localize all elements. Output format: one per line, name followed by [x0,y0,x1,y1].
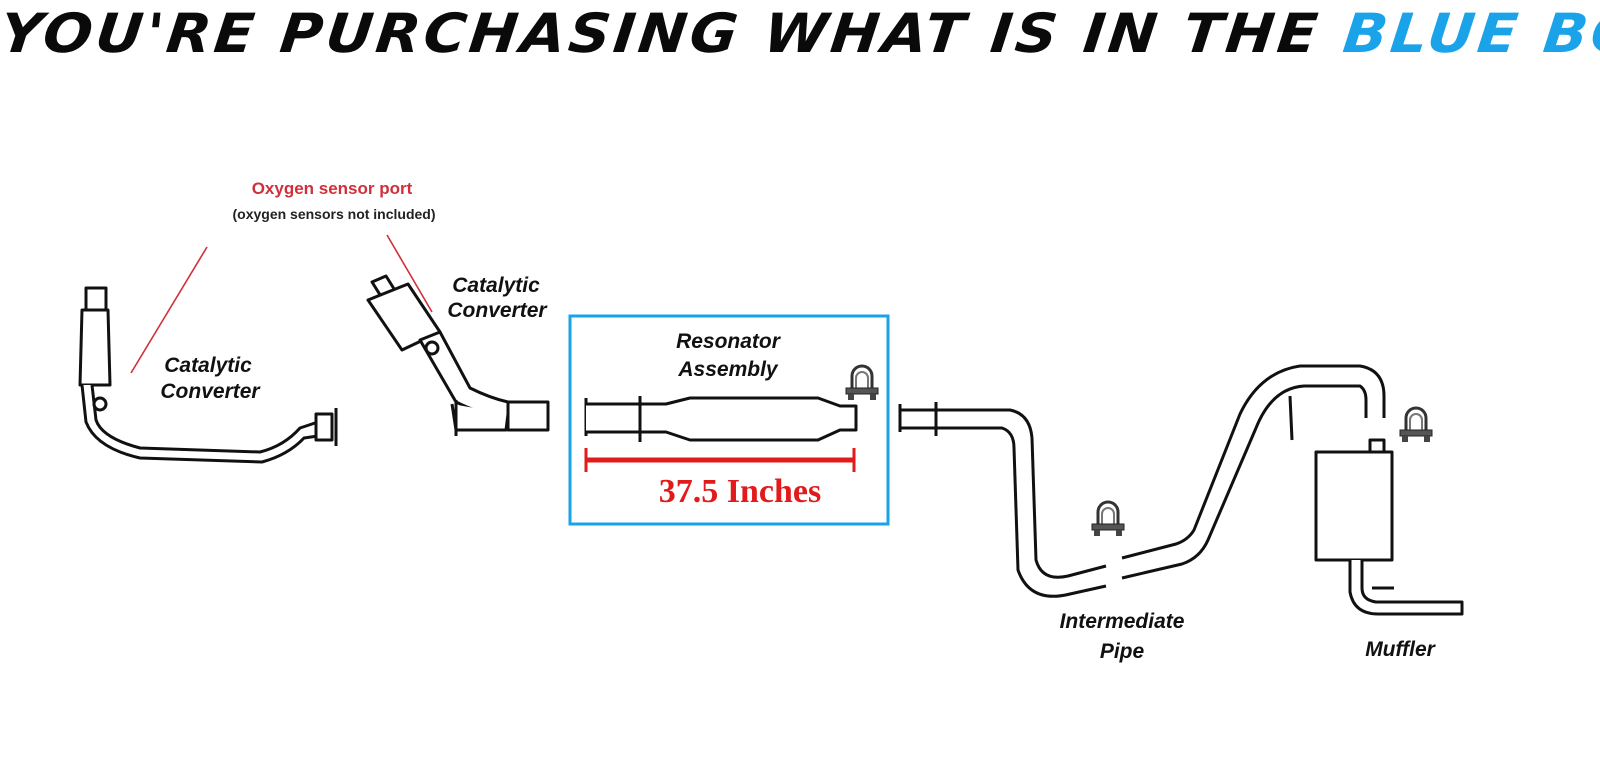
measurement-bar [584,448,856,472]
oxygen-pointer-left [130,246,208,374]
cat-left-label-line2: Converter [160,380,261,403]
resonator-label-line1: Resonator [676,330,782,353]
banner-title: YOU'RE PURCHASING WHAT IS IN THE BLUE BO… [0,2,1600,65]
cat-right-label-line2: Converter [447,299,548,322]
oxygen-pointer-right [386,234,433,313]
intermediate-label-line2: Pipe [1100,640,1145,663]
blue-highlight-box [568,314,890,526]
intermediate-label-line1: Intermediate [1060,610,1185,633]
oxygen-sensor-title: Oxygen sensor port [252,179,413,198]
intermediate-clamp-icon [1090,500,1126,538]
exhaust-diagram: Oxygen sensor port (oxygen sensors not i… [0,72,1600,777]
oxygen-sensor-subtitle: (oxygen sensors not included) [232,206,435,222]
measurement-label: 37.5 Inches [659,473,821,510]
resonator-clamp-icon [844,364,880,402]
oxygen-sensor-callout: Oxygen sensor port (oxygen sensors not i… [130,179,436,374]
intermediate-pipe [898,364,1386,598]
catalytic-converter-left [78,286,338,464]
exhaust-diagram-svg: Oxygen sensor port (oxygen sensors not i… [78,179,1464,663]
resonator-assembly [584,396,858,442]
cat-left-label-line1: Catalytic [164,354,252,377]
resonator-label-line2: Assembly [677,358,779,381]
muffler-label: Muffler [1365,638,1436,661]
banner-prefix: YOU'RE PURCHASING WHAT IS IN THE [0,2,1324,65]
banner-highlight: BLUE BOX [1340,2,1600,65]
cat-right-label-line1: Catalytic [452,274,540,297]
muffler [1314,438,1464,616]
banner: YOU'RE PURCHASING WHAT IS IN THE BLUE BO… [0,0,1600,72]
muffler-clamp-icon [1398,406,1434,444]
catalytic-converter-right [366,274,550,436]
